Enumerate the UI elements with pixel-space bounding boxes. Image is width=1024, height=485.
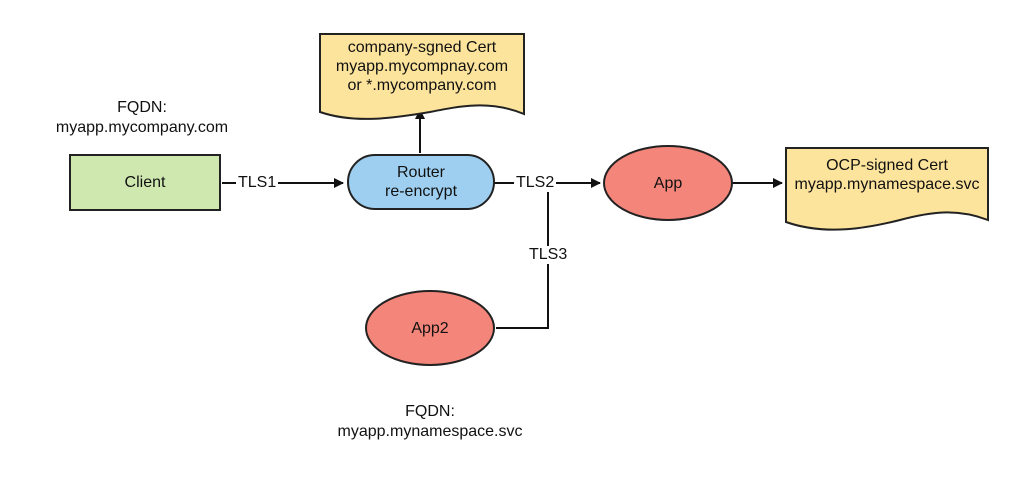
- company-cert-line1: company-sgned Cert: [347, 39, 497, 56]
- fqdn-top-heading: FQDN:: [117, 99, 167, 116]
- app-text: App: [653, 174, 683, 192]
- company-cert-label: company-sgned Cert myapp.mycompnay.com o…: [320, 38, 524, 98]
- client-box: [69, 154, 221, 211]
- app-ellipse: [603, 145, 733, 221]
- router-line2: re-encrypt: [384, 183, 458, 200]
- app2-ellipse: [365, 290, 495, 366]
- fqdn-bottom-heading: FQDN:: [405, 403, 455, 420]
- client-text: Client: [124, 174, 166, 191]
- router-line1: Router: [396, 164, 446, 181]
- company-cert-doc: [319, 33, 525, 120]
- edge-app2-tls3: [496, 183, 549, 329]
- tls2-label: TLS2: [514, 174, 557, 192]
- company-cert-line2: myapp.mycompnay.com: [335, 58, 509, 75]
- tls3-label: TLS3: [527, 246, 570, 264]
- ocp-cert-line2: myapp.mynamespace.svc: [794, 176, 980, 193]
- app2-label: App2: [366, 291, 494, 365]
- ocp-cert-doc: [785, 147, 989, 231]
- client-label: Client: [70, 155, 220, 210]
- fqdn-top-value: myapp.mycompany.com: [55, 119, 229, 136]
- app2-text: App2: [411, 319, 449, 337]
- router-box: [347, 154, 495, 210]
- router-label: Router re-encrypt: [348, 155, 494, 209]
- fqdn-bottom-label: FQDN: myapp.mynamespace.svc: [320, 402, 540, 442]
- fqdn-top-label: FQDN: myapp.mycompany.com: [44, 98, 240, 138]
- ocp-cert-line1: OCP-signed Cert: [826, 157, 948, 174]
- fqdn-bottom-value: myapp.mynamespace.svc: [337, 423, 523, 440]
- company-cert-line3: or *.mycompany.com: [347, 77, 497, 94]
- tls1-label: TLS1: [236, 174, 279, 192]
- app-label: App: [604, 146, 732, 220]
- ocp-cert-label: OCP-signed Cert myapp.mynamespace.svc: [786, 156, 988, 196]
